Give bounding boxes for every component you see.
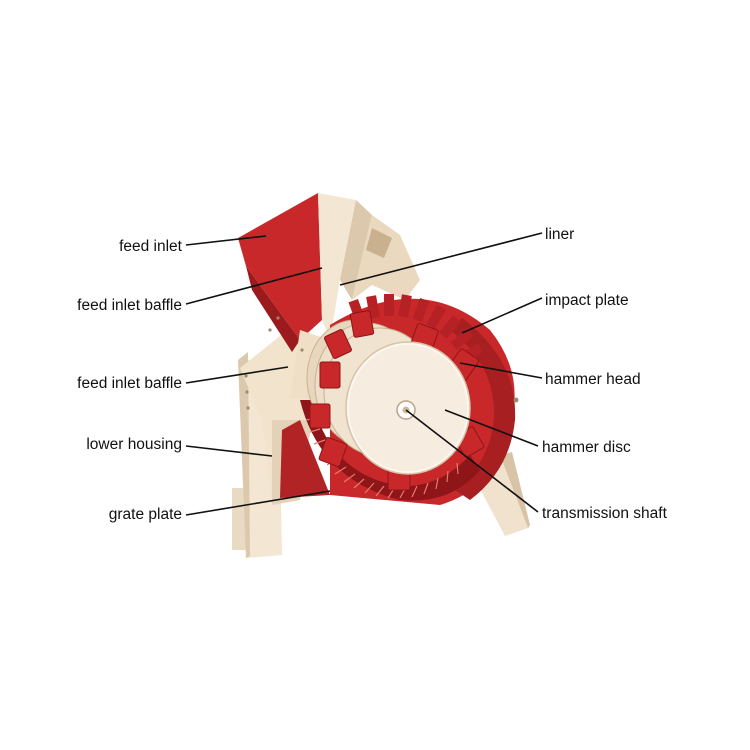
label-grate-plate: grate plate [109, 506, 182, 523]
part-labels: feed inlet feed inlet baffle feed inlet … [77, 226, 667, 523]
label-feed-inlet-baffle-upper: feed inlet baffle [77, 297, 182, 314]
leader-feed-inlet [185, 235, 267, 246]
leader-transmission-shaft [405, 409, 539, 513]
label-feed-inlet: feed inlet [119, 238, 183, 255]
leader-hammer-head [459, 362, 543, 379]
liner-ribs [348, 294, 484, 363]
leader-lines [185, 232, 543, 516]
leader-grate-plate [185, 490, 331, 516]
housing-bolts [244, 316, 519, 410]
label-hammer-head: hammer head [545, 371, 641, 388]
leader-lower-housing [185, 445, 273, 457]
leader-liner [339, 232, 543, 286]
label-lower-housing: lower housing [86, 436, 182, 453]
label-liner: liner [545, 226, 574, 243]
leader-feed-inlet-baffle-upper [185, 267, 323, 305]
machine-illustration [232, 193, 530, 558]
feed-inlet-hopper [238, 193, 322, 340]
label-hammer-disc: hammer disc [542, 439, 631, 456]
label-impact-plate: impact plate [545, 292, 629, 309]
leader-hammer-disc [444, 409, 539, 447]
label-feed-inlet-baffle-lower: feed inlet baffle [77, 375, 182, 392]
leader-impact-plate [461, 297, 543, 334]
feed-inlet-baffle-chute [318, 193, 356, 340]
label-transmission-shaft: transmission shaft [542, 505, 668, 522]
leader-feed-inlet-baffle-lower [185, 366, 289, 384]
